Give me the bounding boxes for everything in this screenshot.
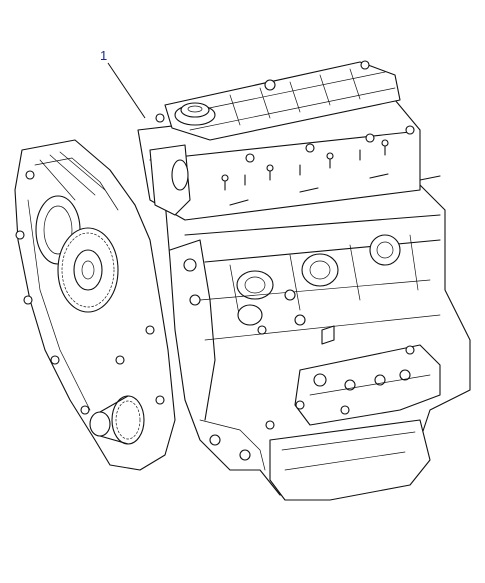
oil-sump bbox=[269, 419, 431, 501]
lower-block-detail bbox=[199, 419, 275, 471]
crankshaft-pulley bbox=[89, 395, 145, 445]
callout-label: 1 bbox=[100, 48, 107, 63]
rocker-cover bbox=[155, 60, 415, 163]
engine-block bbox=[164, 184, 471, 496]
callout-leader-line bbox=[107, 62, 146, 119]
fuel-injection-pump bbox=[294, 325, 441, 426]
timing-gear bbox=[57, 227, 119, 313]
callout-1: 1 bbox=[100, 48, 146, 119]
